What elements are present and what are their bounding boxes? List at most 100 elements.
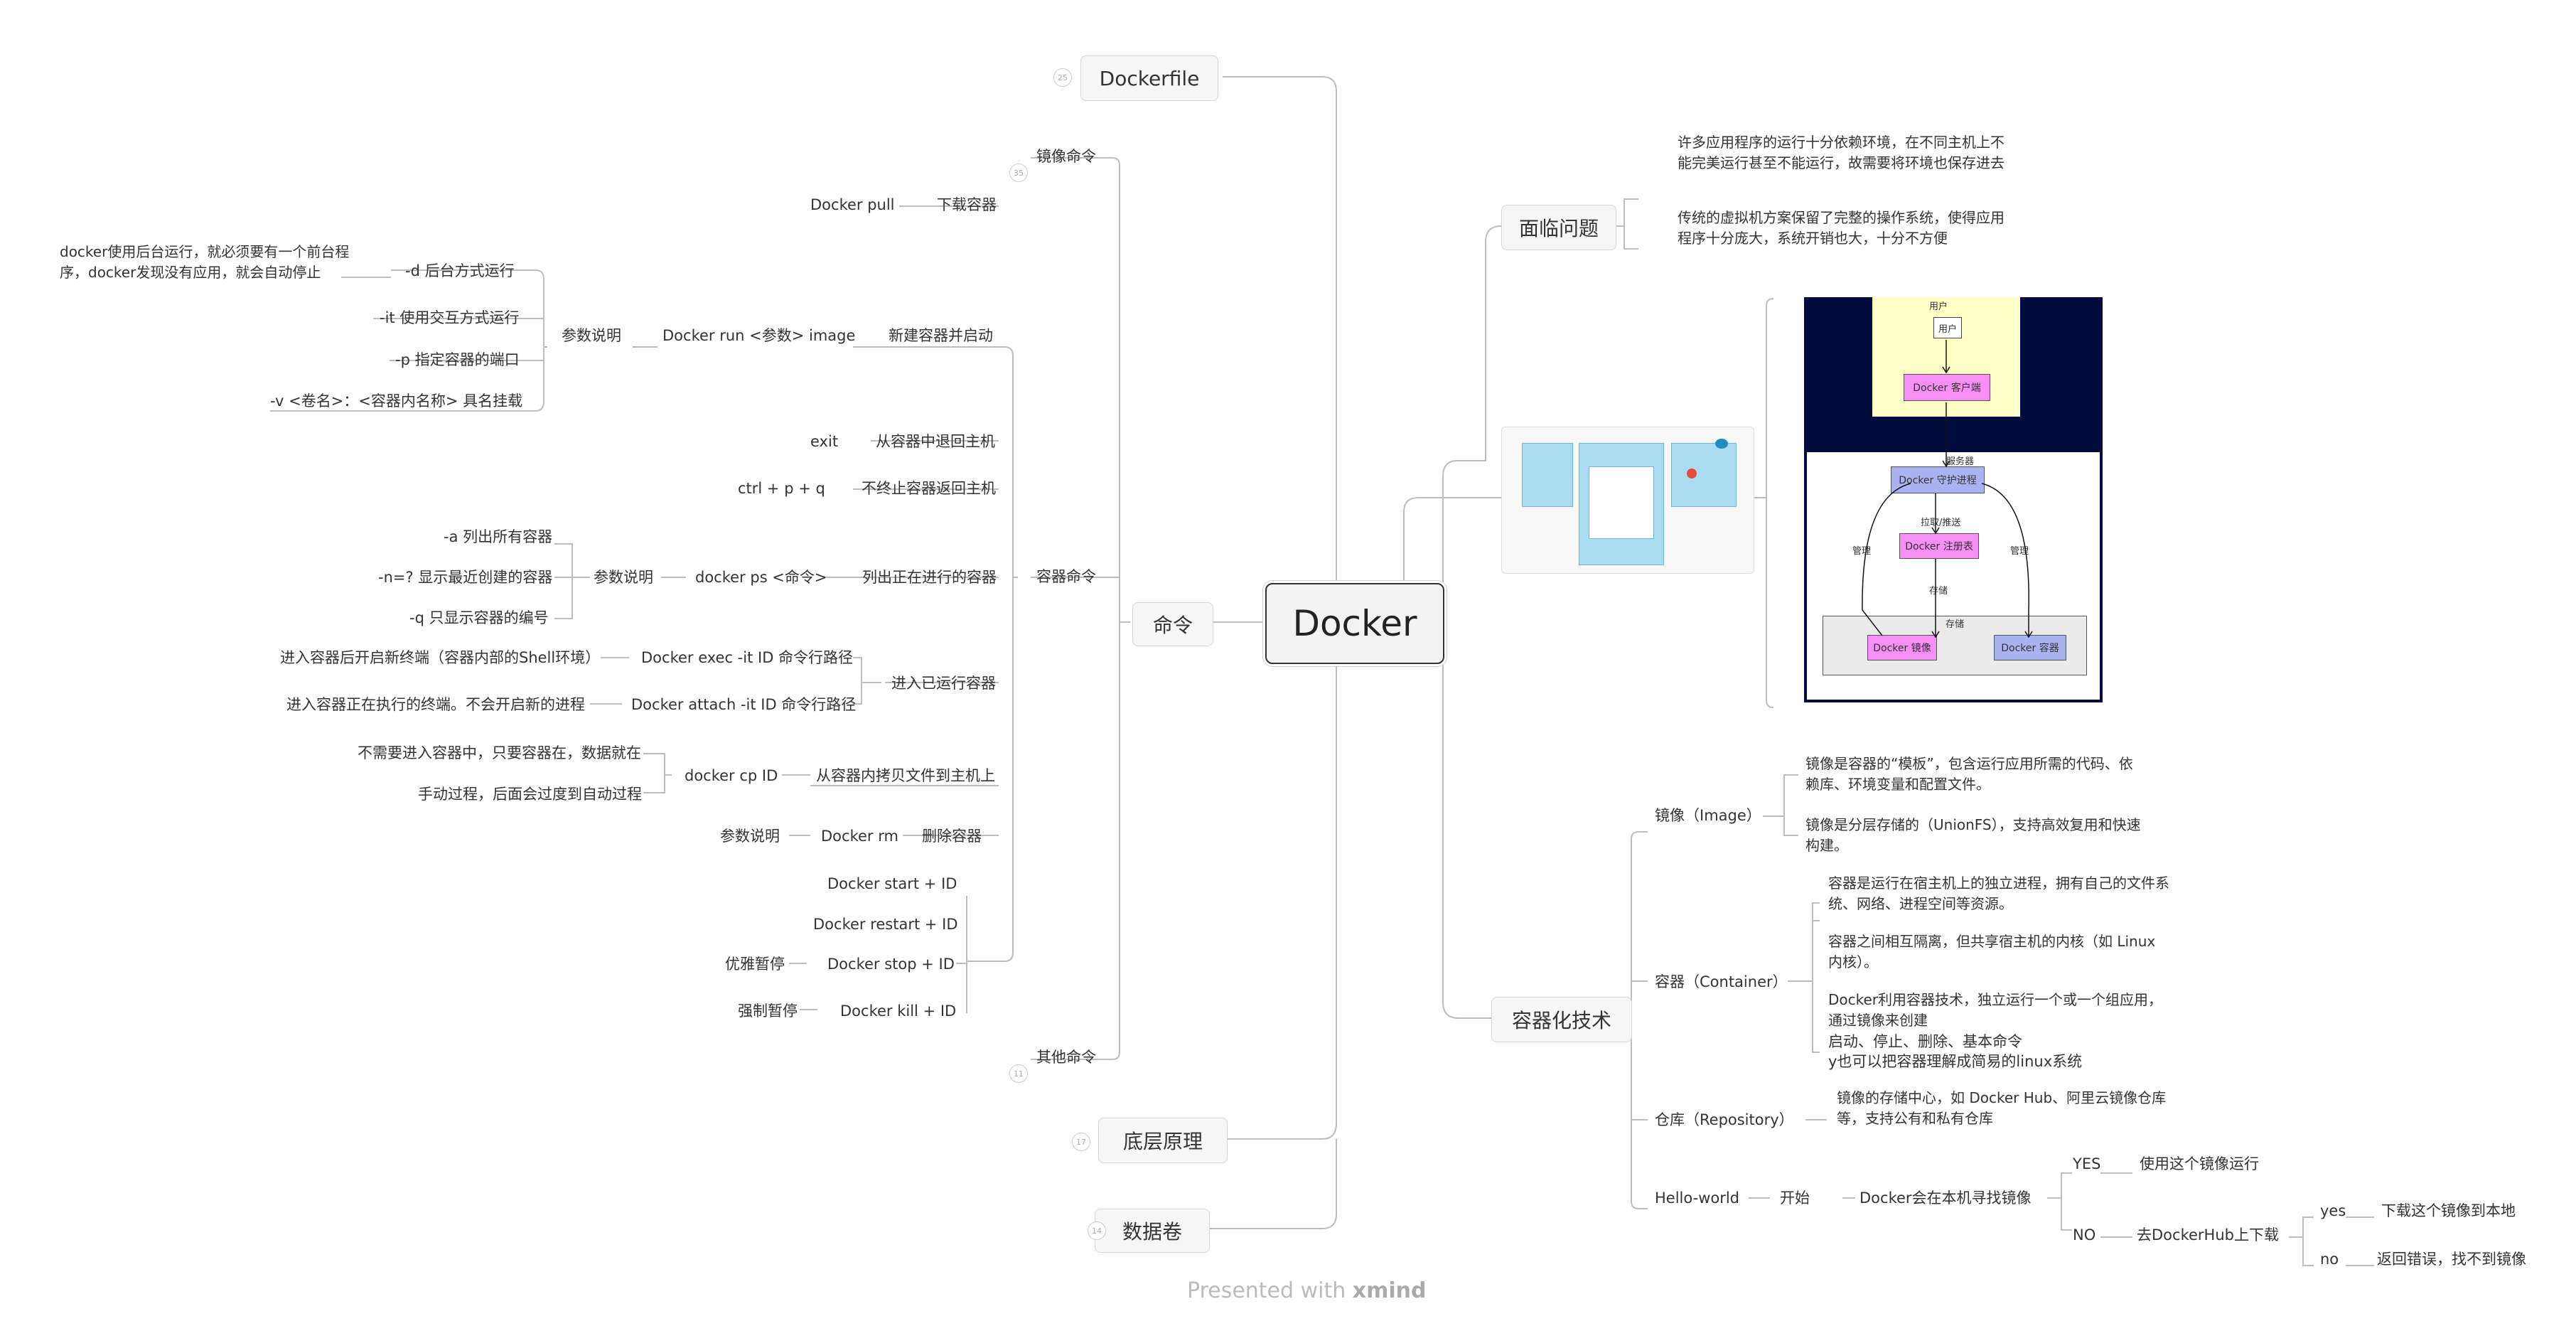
enter-attach[interactable]: Docker attach -it ID 命令行路径 (631, 696, 857, 713)
ps-label[interactable]: 列出正在进行的容器 (862, 569, 997, 586)
thumb-panel-inner (1589, 466, 1654, 539)
cp-label[interactable]: 从容器内拷贝文件到主机上 (816, 767, 995, 784)
branch-dockerfile[interactable]: Dockerfile (1080, 55, 1218, 101)
cp-note-2: 手动过程，后面会过度到自动过程 (418, 786, 642, 803)
thumb-panel-left (1522, 443, 1573, 507)
tech-container-desc-1: 容器是运行在宿主机上的独立进程，拥有自己的文件系统、网络、进程空间等资源。 (1828, 875, 2169, 912)
cp-cmd[interactable]: docker cp ID (685, 767, 778, 784)
ctrl-cmd[interactable]: ctrl + p + q (738, 480, 825, 497)
hello-yes2-action: 下载这个镜像到本地 (2381, 1202, 2516, 1219)
enter-label[interactable]: 进入已运行容器 (891, 675, 996, 692)
tech-repo-desc: 镜像的存储中心，如 Docker Hub、阿里云镜像仓库等，支持公有和私有仓库 (1837, 1089, 2167, 1127)
container-node[interactable]: Docker 容器 (1994, 635, 2066, 660)
stop-note: 优雅暂停 (725, 956, 785, 973)
exit-cmd[interactable]: exit (810, 433, 839, 450)
tech-container-desc-2: 容器之间相互隔离，但共享宿主机的内核（如 Linux 内核）。 (1828, 933, 2156, 970)
tech-image-desc-1: 镜像是容器的“模板”，包含运行应用所需的代码、依赖库、环境变量和配置文件。 (1805, 755, 2133, 793)
badge-image-commands: 35 (1009, 164, 1028, 182)
hello-no2[interactable]: no (2320, 1251, 2339, 1268)
run-params[interactable]: 参数说明 (562, 327, 621, 344)
restart-cmd[interactable]: Docker restart + ID (813, 916, 958, 933)
thumb-panel-right (1671, 443, 1737, 507)
pull-label[interactable]: 下载容器 (937, 196, 997, 213)
run-param-d[interactable]: -d 后台方式运行 (405, 262, 515, 279)
pull-push-label: 拉取/推送 (1921, 518, 1961, 528)
daemon-node[interactable]: Docker 守护进程 (1891, 466, 1985, 493)
stop-cmd[interactable]: Docker stop + ID (827, 956, 955, 973)
architecture-arrows (1862, 340, 2033, 638)
start-cmd[interactable]: Docker start + ID (827, 875, 957, 892)
cp-note-1: 不需要进入容器中，只要容器在，数据就在 (358, 744, 641, 761)
enter-exec[interactable]: Docker exec -it ID 命令行路径 (641, 649, 854, 666)
architecture-thumbnail[interactable] (1501, 427, 1754, 574)
run-param-it[interactable]: -it 使用交互方式运行 (380, 309, 520, 326)
enter-attach-note: 进入容器正在执行的终端。不会开启新的进程 (286, 696, 585, 713)
kill-note: 强制暂停 (738, 1002, 798, 1020)
pull-cmd[interactable]: Docker pull (810, 196, 895, 213)
footer-prefix: Presented with (1187, 1278, 1353, 1303)
hello-yes-action: 使用这个镜像运行 (2140, 1155, 2259, 1172)
branch-volume[interactable]: 数据卷 (1095, 1209, 1210, 1253)
container-commands[interactable]: 容器命令 (1036, 568, 1096, 585)
ps-cmd[interactable]: docker ps <命令> (695, 569, 827, 586)
hello-no-action: 去DockerHub上下载 (2137, 1226, 2279, 1244)
tech-container-desc-3a: Docker利用容器技术，独立运行一个或一个组应用，通过镜像来创建 (1828, 991, 2163, 1029)
run-param-d-note: docker使用后台运行，就必须要有一个前台程序，docker发现没有应用，就会… (60, 243, 350, 281)
ps-param-q[interactable]: -q 只显示容器的编号 (409, 609, 549, 626)
ps-params[interactable]: 参数说明 (594, 569, 653, 586)
manage-right-label: 管理 (2010, 546, 2029, 557)
hello-no[interactable]: NO (2073, 1226, 2096, 1244)
run-label[interactable]: 新建容器并启动 (889, 327, 993, 344)
tech-repo-label[interactable]: 仓库（Repository） (1655, 1111, 1794, 1128)
client-node[interactable]: Docker 客户端 (1904, 374, 1990, 401)
ctrl-label[interactable]: 不终止容器返回主机 (862, 480, 996, 497)
thumb-whale-icon (1715, 439, 1728, 449)
other-commands[interactable]: 其他命令 (1036, 1049, 1096, 1066)
branch-underlying[interactable]: 底层原理 (1098, 1118, 1228, 1163)
badge-underlying: 17 (1072, 1133, 1090, 1151)
exit-label[interactable]: 从容器中退回主机 (876, 433, 995, 450)
ps-param-n[interactable]: -n=? 显示最近创建的容器 (378, 569, 553, 586)
problem-1: 许多应用程序的运行十分依赖环境，在不同主机上不能完美运行甚至不能运行，故需要将环… (1678, 134, 2005, 171)
problem-2: 传统的虚拟机方案保留了完整的操作系统，使得应用程序十分庞大，系统开销也大，十分不… (1678, 209, 2005, 247)
image-commands[interactable]: 镜像命令 (1036, 148, 1096, 165)
run-cmd[interactable]: Docker run <参数> image (662, 327, 856, 344)
rm-params[interactable]: 参数说明 (720, 828, 780, 845)
footer-presented-with: Presented with xmind (1187, 1278, 1427, 1303)
hello-start[interactable]: 开始 (1780, 1189, 1810, 1207)
user-node[interactable]: 用户 (1933, 317, 1962, 338)
badge-dockerfile: 25 (1053, 68, 1072, 87)
hello-label[interactable]: Hello-world (1655, 1189, 1740, 1207)
server-label: 服务器 (1946, 456, 1975, 467)
root-node-docker[interactable]: Docker (1265, 583, 1444, 664)
user-region-label: 用户 (1929, 301, 1948, 312)
hello-yes2[interactable]: yes (2320, 1202, 2346, 1219)
run-param-p[interactable]: -p 指定容器的端口 (395, 351, 520, 368)
tech-image-label[interactable]: 镜像（Image） (1655, 807, 1761, 824)
server-region: 服务器 Docker 守护进程 拉取/推送 Docker 注册表 管理 管理 存… (1807, 452, 2100, 700)
branch-commands[interactable]: 命令 (1132, 602, 1213, 646)
store-label: 存储 (1929, 586, 1948, 597)
enter-exec-note: 进入容器后开启新终端（容器内部的Shell环境） (280, 649, 601, 666)
badge-other-commands: 11 (1009, 1064, 1028, 1083)
tech-container-label[interactable]: 容器（Container） (1655, 973, 1788, 990)
run-param-v[interactable]: -v <卷名>：<容器内名称> 具名挂载 (270, 392, 523, 410)
hello-no2-action: 返回错误，找不到镜像 (2377, 1251, 2526, 1268)
rm-label[interactable]: 删除容器 (922, 828, 982, 845)
ps-param-a[interactable]: -a 列出所有容器 (444, 528, 553, 545)
hello-yes[interactable]: YES (2073, 1155, 2101, 1172)
architecture-diagram[interactable]: 用户 用户 Docker 客户端 服务器 Docker 守护进程 拉取/推送 D… (1804, 297, 2103, 702)
rm-cmd[interactable]: Docker rm (821, 828, 898, 845)
storage-label: 存储 (1946, 619, 1965, 630)
kill-cmd[interactable]: Docker kill + ID (840, 1002, 957, 1020)
thumb-cube-icon (1687, 469, 1697, 478)
badge-volume: 14 (1088, 1221, 1106, 1240)
branch-problems[interactable]: 面临问题 (1501, 205, 1616, 250)
tech-image-desc-2: 镜像是分层存储的（UnionFS），支持高效复用和快速构建。 (1805, 816, 2141, 854)
tech-container-desc-3b: 启动、停止、删除、基本命令 (1828, 1033, 2022, 1050)
registry-node[interactable]: Docker 注册表 (1899, 533, 1979, 559)
branch-container-tech[interactable]: 容器化技术 (1491, 997, 1632, 1042)
storage-region: 存储 Docker 镜像 Docker 容器 (1823, 616, 2087, 675)
image-node[interactable]: Docker 镜像 (1867, 635, 1937, 660)
hello-find[interactable]: Docker会在本机寻找镜像 (1859, 1189, 2032, 1207)
